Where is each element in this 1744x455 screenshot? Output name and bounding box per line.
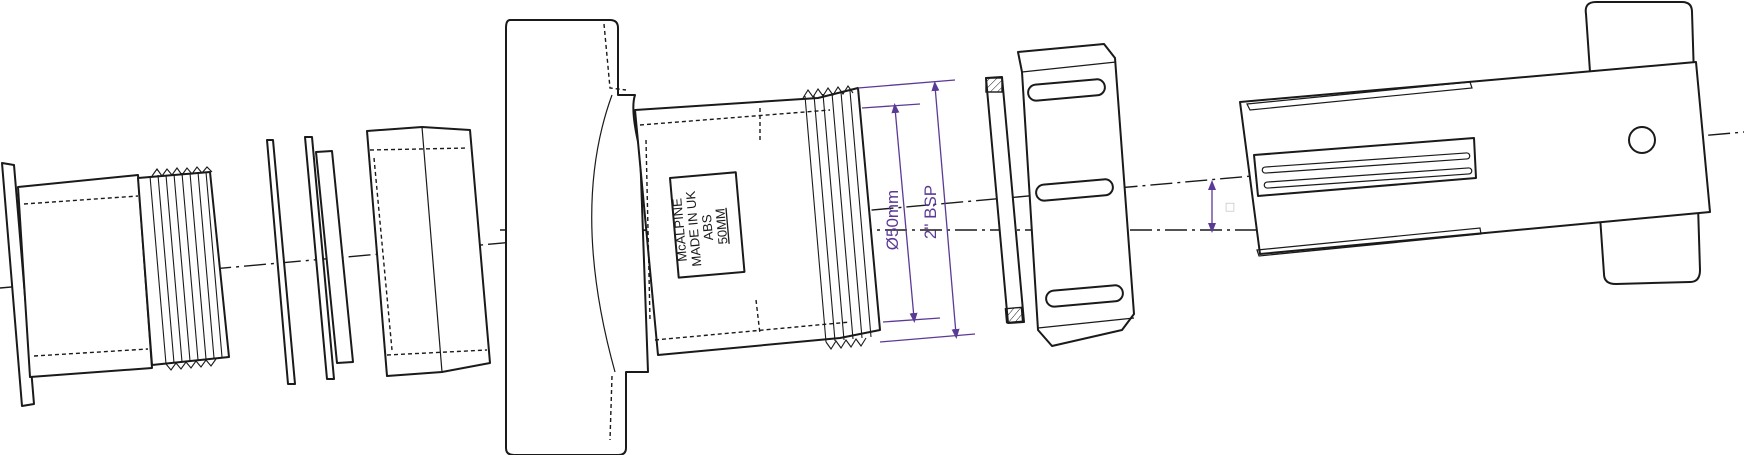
compression-nut (1017, 43, 1135, 347)
thread-size-label: 2" BSP (921, 185, 940, 239)
diameter-label: Ø50mm (883, 190, 902, 250)
center-axis-inclined (0, 131, 1744, 289)
label-line-1: McALPINE (669, 197, 690, 262)
threaded-tail-piece (1, 162, 230, 407)
thread-size-dimension: 2" BSP (857, 79, 976, 343)
flange-body (505, 19, 649, 455)
tail-piece-thread (149, 166, 223, 371)
sealing-washer-thin (266, 139, 296, 385)
washer-pair (304, 136, 354, 380)
diameter-dimension: Ø50mm (861, 103, 941, 323)
label-line-4: 50MM (712, 208, 730, 245)
label-plate (669, 171, 746, 279)
threaded-body: McALPINE MADE IN UK ABS 50MM (634, 85, 881, 356)
angle-dimension: □ (1208, 180, 1235, 233)
overflow-bracket (1239, 1, 1711, 285)
gasket-ring (985, 76, 1025, 324)
body-thread (802, 85, 872, 350)
label-text: McALPINE MADE IN UK ABS 50MM (669, 190, 730, 267)
label-line-3: ABS (699, 214, 716, 242)
bracket-screw-hole (1628, 126, 1656, 154)
angle-label: □ (1225, 200, 1235, 213)
label-line-2: MADE IN UK (683, 190, 705, 267)
coupling-sleeve (366, 126, 491, 377)
